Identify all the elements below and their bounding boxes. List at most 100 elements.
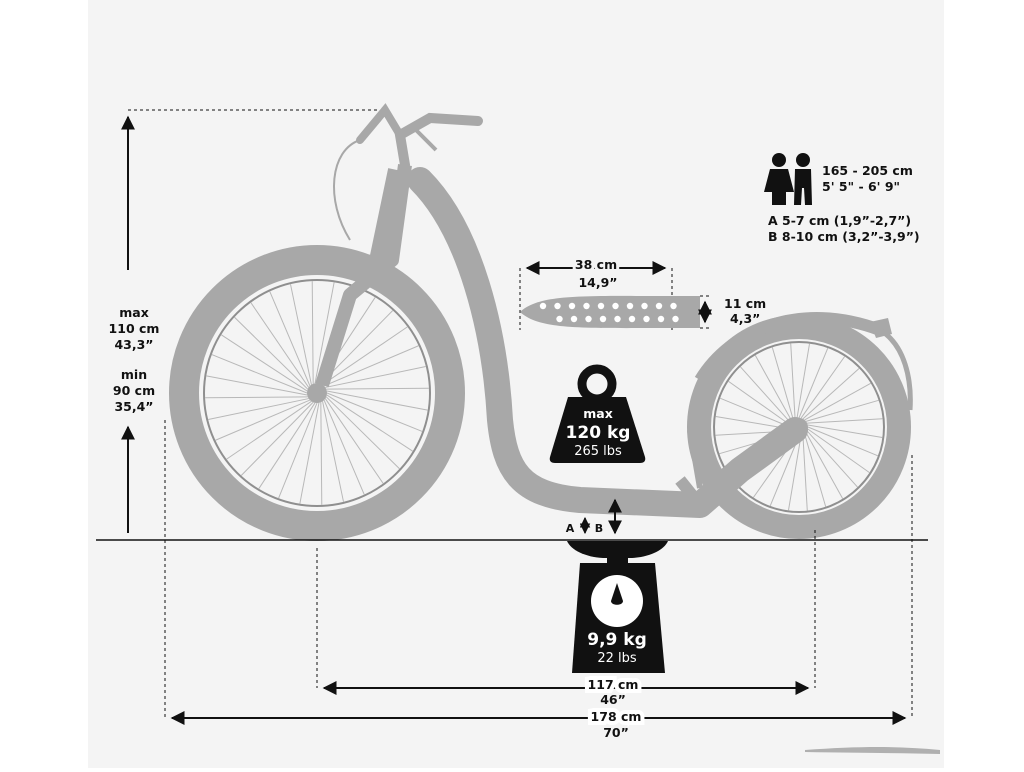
min-height-in: 35,4” [114, 399, 153, 414]
min-label: min [121, 367, 147, 382]
wheel-spoke [208, 398, 309, 421]
deck-hole [672, 315, 679, 323]
wheelbase-in: 46” [600, 692, 626, 707]
wheel-spoke [326, 390, 428, 411]
wheel-spoke [807, 426, 879, 457]
min-height-cm: 90 cm [113, 383, 155, 398]
rider-height-info: 165 - 205 cm 5' 5" - 6' 9" A 5-7 cm (1,9… [764, 153, 920, 244]
deck-hole [614, 315, 621, 323]
rider-height-ft: 5' 5" - 6' 9" [822, 179, 900, 194]
wheel-spoke [258, 402, 316, 489]
deck-hole [585, 315, 592, 323]
wheel-spoke [802, 368, 860, 420]
deck-holes [539, 302, 679, 323]
wheel-spoke [324, 398, 384, 484]
wheel-spoke [807, 428, 870, 474]
wheel-spoke [800, 356, 846, 419]
deck-hole [568, 302, 576, 310]
wheel-spoke [804, 433, 827, 507]
max-height-cm: 110 cm [109, 321, 160, 336]
wheel-spoke [719, 397, 791, 428]
rear-fender [694, 312, 883, 384]
wheel-spoke [728, 380, 791, 426]
deck-hole [554, 302, 561, 310]
scooter-weight-lbs: 22 lbs [597, 651, 637, 666]
deck-hole [655, 302, 663, 310]
deck-hole [626, 302, 634, 310]
wheel-spoke [326, 387, 429, 390]
wheel-spoke [769, 435, 800, 507]
max-load-label: max [583, 406, 613, 421]
wheel-spoke [323, 399, 365, 495]
scooter-weight-kg: 9,9 kg [587, 630, 647, 650]
front-wheel [169, 245, 465, 541]
deck-hole [570, 315, 578, 323]
head-tube [365, 168, 406, 282]
deck-hole [657, 315, 665, 323]
wheel-spoke [326, 392, 423, 432]
wheel-spoke [320, 402, 323, 505]
wheelbase-dimension: 117 cm 46” [316, 530, 816, 707]
wheel-spoke [206, 375, 308, 396]
scooter-silhouette [169, 103, 913, 541]
wheel-spoke [805, 399, 879, 422]
scale-icon [567, 541, 668, 558]
wheel-spoke [787, 435, 802, 511]
wheelbase-cm: 117 cm [588, 677, 639, 692]
wheel-spoke [289, 284, 312, 385]
deck-hole [612, 302, 619, 310]
clearance-b-text: B 8-10 cm (3,2”-3,9”) [768, 229, 920, 244]
rider-height-cm: 165 - 205 cm [822, 163, 913, 178]
wheel-spoke [314, 282, 335, 384]
deck-width-in: 4,3” [730, 311, 760, 326]
wheel-spoke [240, 401, 314, 476]
deck-plate [520, 295, 700, 329]
wheel-spoke [311, 281, 314, 384]
brake-cable [333, 139, 361, 241]
wheel-spoke [325, 365, 426, 388]
wheel-spoke [771, 347, 794, 421]
wheel-spoke [802, 435, 808, 511]
total-length-dimension: 178 cm 70” [164, 420, 913, 740]
wheel-spoke [323, 345, 419, 387]
deck-length-in: 14,9” [578, 275, 617, 290]
deck-hole [583, 302, 590, 310]
background-panel [88, 0, 944, 768]
deck-width-cm: 11 cm [724, 296, 766, 311]
deck-hole [539, 302, 547, 310]
wheel-spoke [299, 402, 320, 504]
wheel-spoke [807, 424, 883, 439]
decorative-stroke [805, 747, 940, 754]
wheel-spoke [205, 396, 308, 399]
wheel-spoke [796, 343, 811, 419]
wheel-spoke [211, 354, 308, 394]
deck-hole [643, 315, 650, 323]
wheel-spoke [269, 291, 311, 387]
max-height-in: 43,3” [114, 337, 153, 352]
clearance-b-mark: B [595, 522, 603, 535]
wheel-spoke [804, 382, 871, 421]
total-length-in: 70” [603, 725, 629, 740]
wheel-spoke [221, 334, 308, 392]
wheel-spoke [250, 302, 310, 388]
max-load-lbs: 265 lbs [574, 444, 622, 459]
wheel-spoke [322, 326, 408, 386]
wheel-spoke [234, 316, 309, 390]
wheel-spoke [326, 394, 413, 452]
deck-hole [597, 302, 605, 310]
max-load-kg: 120 kg [566, 423, 631, 443]
handlebar-height-dimension: max 110 cm 43,3” min 90 cm 35,4” [109, 109, 380, 533]
wheel-spoke [226, 400, 312, 460]
clearance-a-mark: A [566, 522, 575, 535]
wheel-spoke [798, 347, 829, 419]
two-persons-icon [764, 153, 812, 205]
wheel-spoke [805, 432, 844, 499]
wheel-spoke [278, 402, 318, 499]
max-label: max [119, 305, 149, 320]
wheel-spoke [754, 355, 793, 422]
max-load-kettlebell: max 120 kg 265 lbs [549, 364, 646, 463]
deck-hole [599, 315, 607, 323]
deck-dimension: 38 cm 14,9” 11 cm 4,3” [519, 254, 766, 330]
